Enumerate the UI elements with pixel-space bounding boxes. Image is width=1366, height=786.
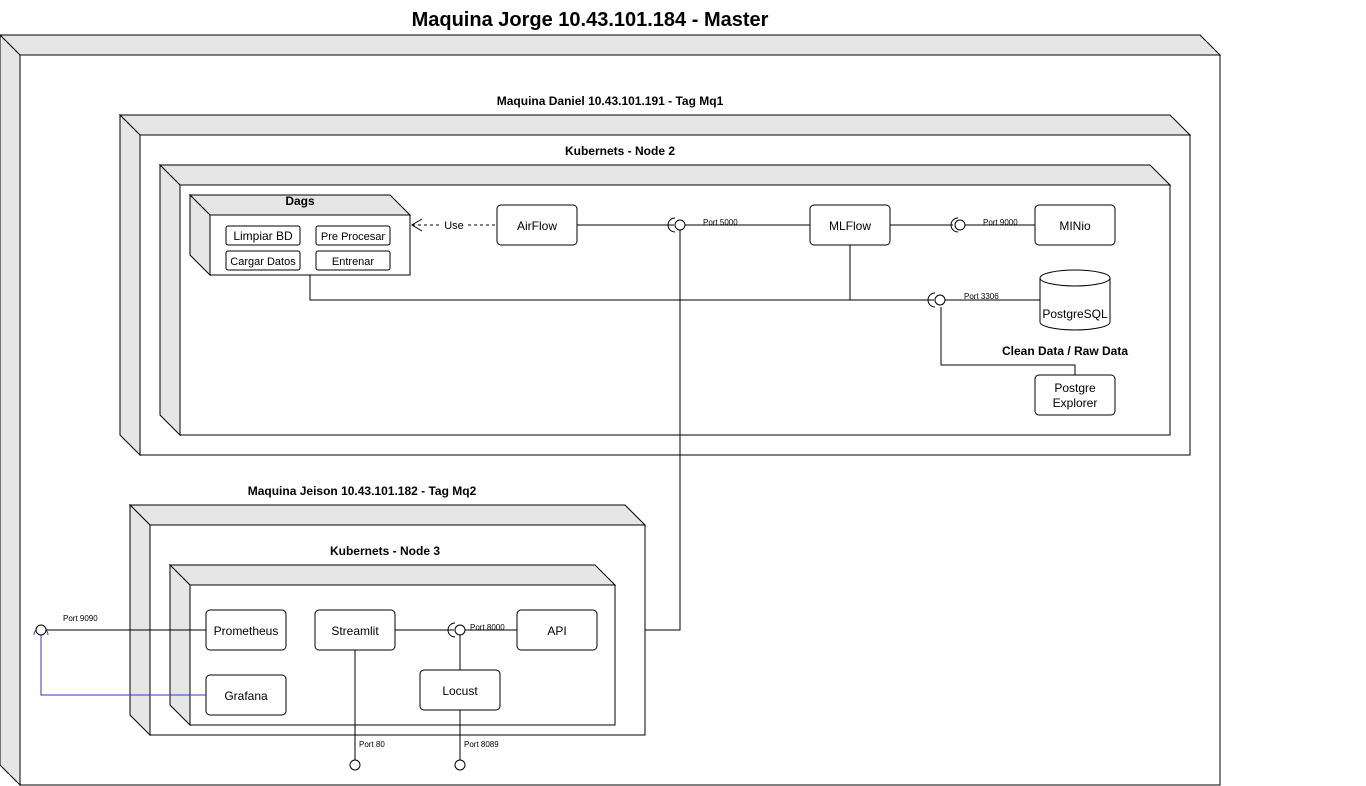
port-9000-label: Port 9000 [983,218,1018,227]
minio-component[interactable]: MINio [1034,204,1116,246]
explorer-link [940,307,1076,375]
port-9090-interface [33,624,49,636]
postgre-explorer-component[interactable]: Postgre Explorer [1034,374,1116,416]
dag-task-pre-procesar[interactable]: Pre Procesar [315,225,391,246]
clean-raw-data-label: Clean Data / Raw Data [1002,344,1128,358]
use-dependency-arrow [411,218,497,232]
postgresql-database[interactable]: PostgreSQL [1039,269,1111,331]
prometheus-label: Prometheus [214,624,279,638]
api-component[interactable]: API [516,609,598,651]
locust-label: Locust [442,684,478,698]
minio-label: MINio [1059,219,1091,233]
port-5000-label: Port 5000 [703,218,738,227]
port-8089-interface [454,759,466,771]
explorer-label-line1: Postgre [1054,381,1096,395]
grafana-prometheus-link [40,635,206,696]
dag-task-label: Pre Procesar [321,231,386,243]
node3-label: Kubernets - Node 3 [330,544,440,558]
node2-label: Kubernets - Node 2 [565,144,675,158]
jeison-machine-label: Maquina Jeison 10.43.101.182 - Tag Mq2 [248,484,477,498]
dag-task-cargar-datos[interactable]: Cargar Datos [225,250,301,271]
airflow-component[interactable]: AirFlow [496,204,578,246]
dag-task-entrenar[interactable]: Entrenar [315,250,391,271]
locust-component[interactable]: Locust [419,669,501,711]
mlflow-component[interactable]: MLFlow [809,204,891,246]
diagram-title: Maquina Jorge 10.43.101.184 - Master [412,9,769,31]
port-5000-interface [667,217,686,233]
dag-task-label: Cargar Datos [230,256,296,268]
prometheus-component[interactable]: Prometheus [205,609,287,651]
mlflow-label: MLFlow [829,219,871,233]
daniel-machine-label: Maquina Daniel 10.43.101.191 - Tag Mq1 [497,94,724,108]
port-80-interface [349,759,361,771]
airflow-label: AirFlow [517,219,557,233]
dag-task-limpiar-bd[interactable]: Limpiar BD [225,225,301,246]
dags-title: Dags [285,194,315,208]
dag-task-label: Limpiar BD [233,229,293,243]
dag-task-label: Entrenar [332,256,375,268]
grafana-label: Grafana [224,689,268,703]
port-80-label: Port 80 [359,740,385,749]
api-label: API [547,624,566,638]
grafana-component[interactable]: Grafana [205,674,287,716]
postgresql-label: PostgreSQL [1042,307,1108,321]
port-8089-label: Port 8089 [464,740,499,749]
streamlit-component[interactable]: Streamlit [314,609,396,651]
port-9090-label: Port 9090 [63,614,98,623]
use-label: Use [444,220,464,232]
port-3306-label: Port 3306 [964,292,999,301]
port-9000-interface [950,217,966,233]
explorer-label-line2: Explorer [1053,396,1098,410]
dags-postgres-link [309,275,934,301]
streamlit-label: Streamlit [331,624,379,638]
port-8000-label: Port 8000 [470,623,505,632]
